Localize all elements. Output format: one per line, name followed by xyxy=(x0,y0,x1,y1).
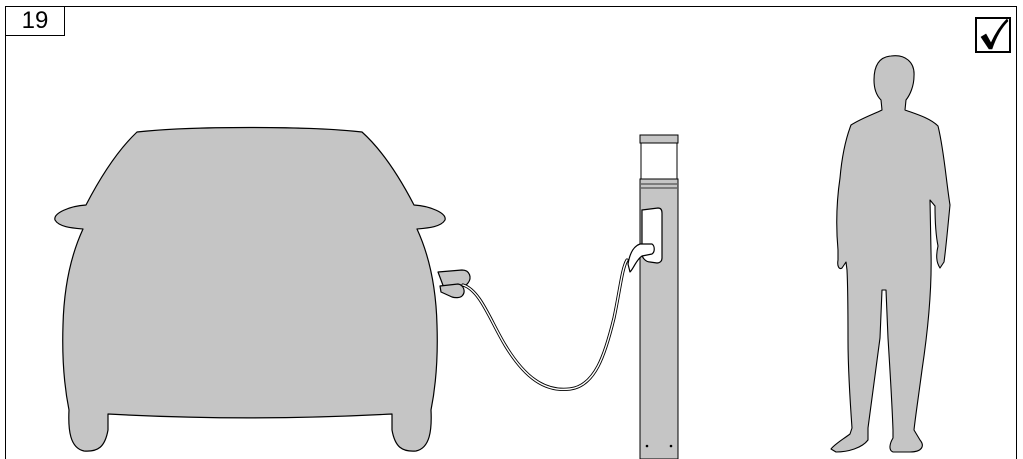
car-charging-plug-icon xyxy=(439,283,465,299)
charging-handle-icon xyxy=(627,243,655,273)
charging-station-icon xyxy=(639,134,679,459)
frame-border-top xyxy=(5,6,1017,7)
charging-cable-inner xyxy=(462,259,628,391)
step-number-badge: 19 xyxy=(5,6,65,36)
checkmark-icon xyxy=(980,19,1009,50)
step-number: 19 xyxy=(21,7,49,34)
person-icon xyxy=(830,55,951,453)
car-icon xyxy=(54,126,446,452)
frame-border-right xyxy=(1016,6,1017,459)
charging-cable-icon xyxy=(461,258,629,391)
frame-border-left xyxy=(5,6,6,459)
status-checkbox xyxy=(975,17,1011,53)
